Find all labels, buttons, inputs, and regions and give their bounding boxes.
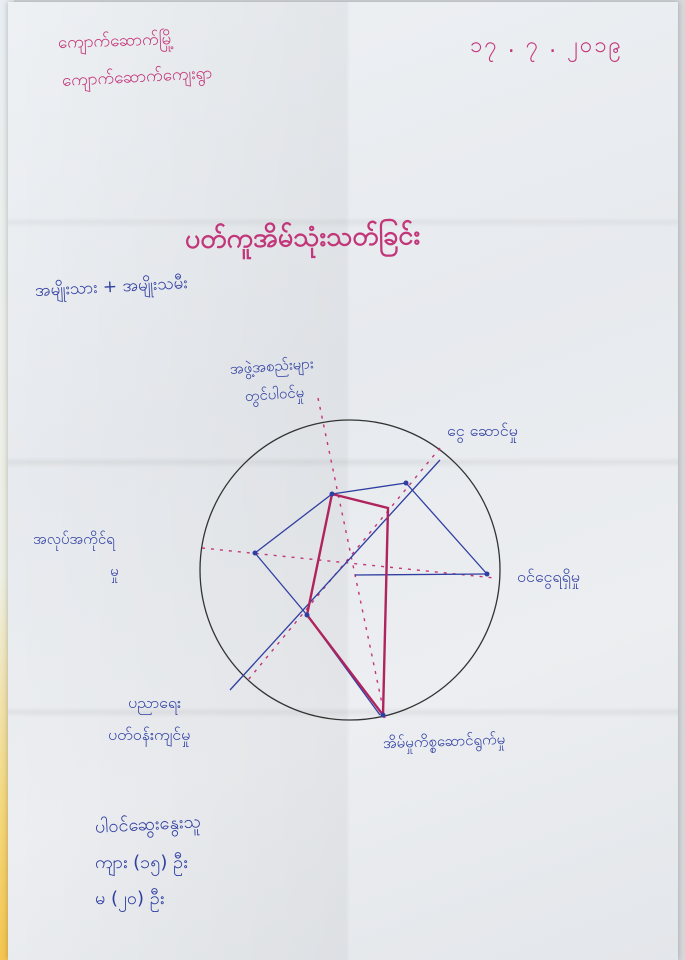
blue-line-6 <box>229 459 441 691</box>
label-right: ဝင်ငွေရရှိမှု <box>517 567 580 586</box>
header-date: ၁၇ . ၇ . ၂၀၁၉ <box>470 33 624 58</box>
axis-diagonal <box>247 447 441 681</box>
blue-line-7 <box>354 573 488 576</box>
blue-line-4 <box>254 552 308 616</box>
vertex-mark <box>304 612 310 618</box>
blue-line-3 <box>405 482 488 575</box>
vertex-mark <box>252 550 258 556</box>
label-left-2: မှု <box>110 562 119 580</box>
label-bottom-left-2: ပတ်ဝန်းကျင်မှု <box>108 725 191 744</box>
pink-polygon <box>305 492 390 719</box>
label-left-1: အလုပ်အကိုင်ရ <box>33 530 115 548</box>
footer-line-3: မ (၂၀) ဦး <box>95 888 165 909</box>
axis-horizontal <box>201 547 496 579</box>
vertex-mark <box>484 571 490 577</box>
axes <box>201 397 496 719</box>
blue-lines <box>229 459 488 716</box>
blue-line-2 <box>331 482 407 495</box>
footer-line-2: ကျား (၁၅) ဦး <box>95 852 188 873</box>
paper-sheet <box>8 2 678 960</box>
label-bottom-left-1: ပညာရေး <box>128 693 182 712</box>
axis-vertical <box>317 397 386 719</box>
vertex-mark <box>403 480 409 486</box>
vertex-mark <box>380 712 386 718</box>
label-top-right: ငွေ ဆောင်မှု <box>447 421 518 440</box>
outer-circle <box>199 419 501 721</box>
vertex-mark <box>329 491 335 497</box>
vertex-marks <box>252 480 490 718</box>
blue-line-1 <box>254 493 333 554</box>
